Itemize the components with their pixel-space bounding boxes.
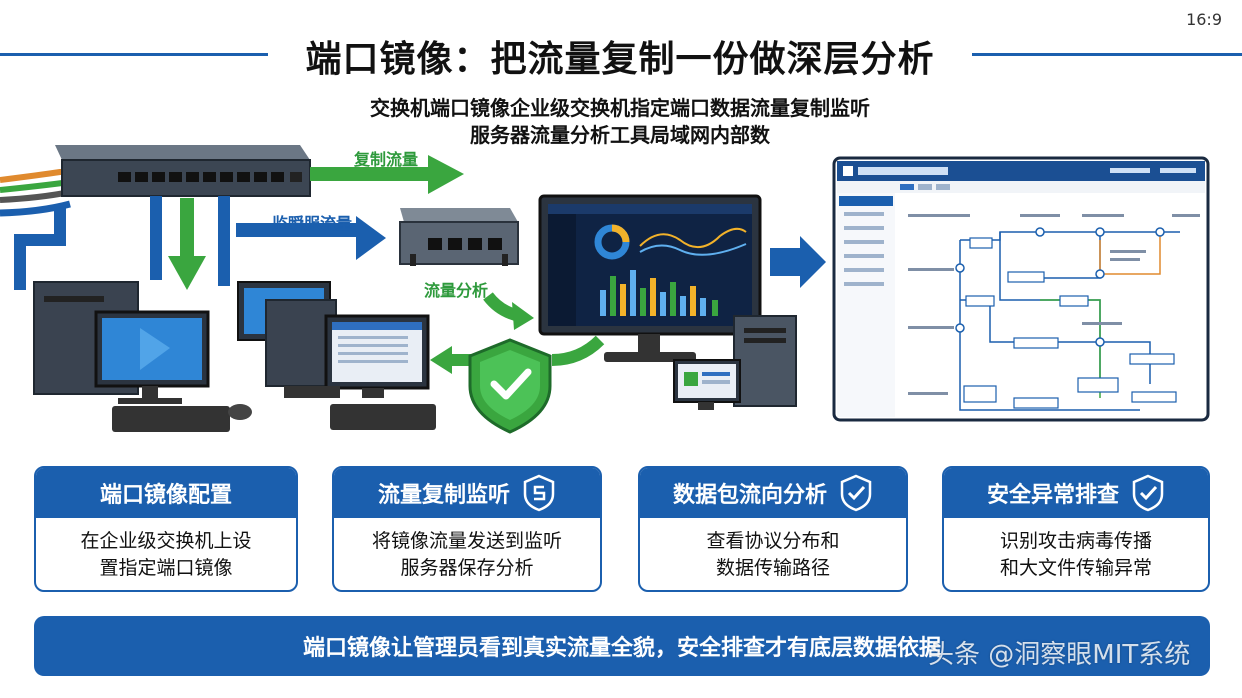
card-body-line: 在企业级交换机上设 <box>80 530 252 552</box>
card-body: 查看协议分布和 数据传输路径 <box>640 518 906 582</box>
security-shield-icon <box>468 338 552 434</box>
source-watermark: 头条 @洞察眼MIT系统 <box>928 640 1191 670</box>
card-body: 识别攻击病毒传播 和大文件传输异常 <box>944 518 1208 582</box>
shield-check-icon <box>840 474 872 512</box>
network-illustration <box>0 145 1210 434</box>
dashboard-panel <box>832 156 1210 422</box>
card-body-line: 查看协议分布和 <box>706 530 840 552</box>
page-title: 端口镜像：把流量复制一份做深层分析 <box>305 39 935 80</box>
card-header: 流量复制监听 <box>334 468 600 518</box>
card-packet-flow-analysis: 数据包流向分析 查看协议分布和 数据传输路径 <box>638 466 908 592</box>
card-header: 端口镜像配置 <box>36 468 296 518</box>
card-port-mirror-config: 端口镜像配置 在企业级交换机上设 置指定端口镜像 <box>34 466 298 592</box>
downlink-pipes <box>14 196 386 290</box>
aspect-ratio-label: 16:9 <box>1186 10 1222 29</box>
card-title: 安全异常排查 <box>986 483 1119 508</box>
title-rule-right <box>972 53 1242 56</box>
card-body: 将镜像流量发送到监听 服务器保存分析 <box>334 518 600 582</box>
core-switch <box>55 145 311 197</box>
mirror-switch <box>399 208 519 266</box>
subtitle-line-2: 服务器流量分析工具局域网内部数 <box>470 123 770 147</box>
traffic-analysis-label: 流量分析 <box>424 281 489 300</box>
card-traffic-copy-monitor: 流量复制监听 将镜像流量发送到监听 服务器保存分析 <box>332 466 602 592</box>
client-pc-left <box>33 281 252 432</box>
card-body-line: 和大文件传输异常 <box>999 557 1152 579</box>
card-title: 流量复制监听 <box>377 483 510 508</box>
card-body: 在企业级交换机上设 置指定端口镜像 <box>36 518 296 582</box>
card-body-line: 数据传输路径 <box>715 557 830 579</box>
title-rule-left <box>0 53 268 56</box>
summary-banner: 端口镜像让管理员看到真实流量全貌，安全排查才有底层数据依据 <box>34 616 1210 676</box>
card-body-line: 将镜像流量发送到监听 <box>371 530 562 552</box>
monitor-traffic-label: 监瞬服流量 <box>272 214 353 233</box>
analysis-server <box>673 315 797 410</box>
feature-cards: 端口镜像配置 在企业级交换机上设 置指定端口镜像 流量复制监听 将镜像流量发送到… <box>34 466 1210 592</box>
card-title: 端口镜像配置 <box>99 483 232 508</box>
card-header: 安全异常排查 <box>944 468 1208 518</box>
card-body-line: 置指定端口镜像 <box>99 557 233 579</box>
copy-traffic-label: 复制流量 <box>354 150 419 169</box>
card-body-line: 服务器保存分析 <box>400 557 534 579</box>
client-pc-middle <box>237 281 436 430</box>
subtitle-line-1: 交换机端口镜像企业级交换机指定端口数据流量复制监听 <box>370 96 870 120</box>
to-dashboard-arrow <box>770 236 826 288</box>
analysis-monitor <box>538 194 762 362</box>
card-security-anomaly-check: 安全异常排查 识别攻击病毒传播 和大文件传输异常 <box>942 466 1210 592</box>
card-title: 数据包流向分析 <box>672 483 827 508</box>
card-header: 数据包流向分析 <box>640 468 906 518</box>
shield-check-icon <box>1132 474 1164 512</box>
shield-s-icon <box>523 474 555 512</box>
card-body-line: 识别攻击病毒传播 <box>999 530 1152 552</box>
